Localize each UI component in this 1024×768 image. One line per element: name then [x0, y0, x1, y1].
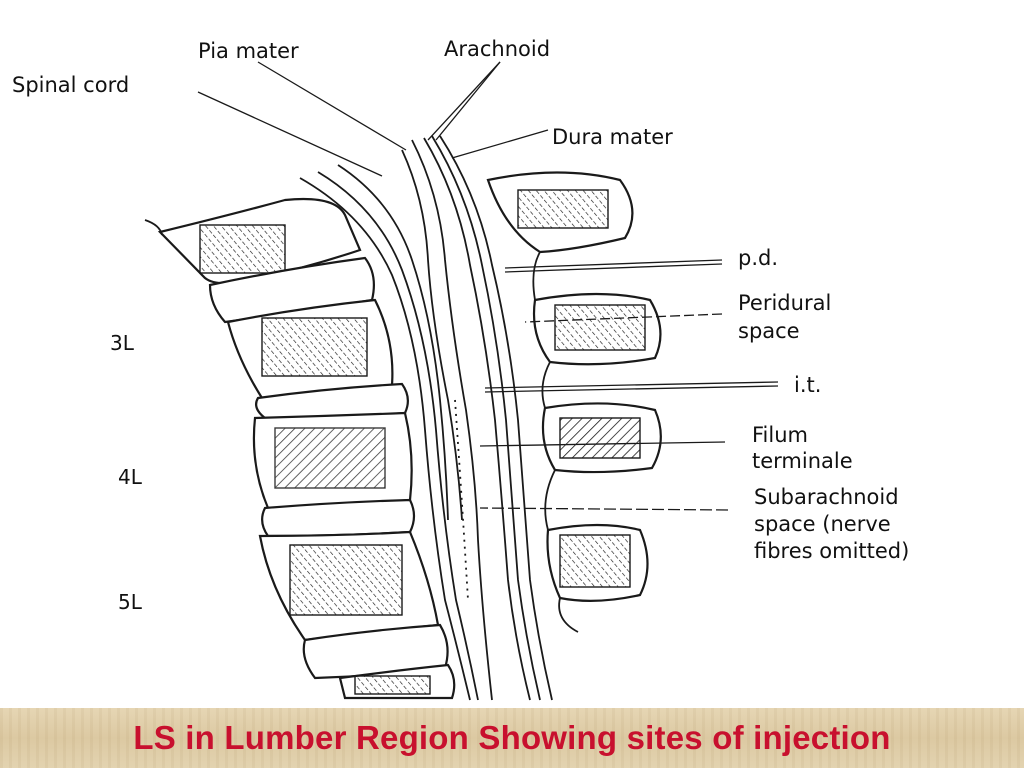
label-subarachnoid-3: fibres omitted)	[754, 539, 909, 563]
label-it: i.t.	[794, 373, 821, 397]
dura-posterior-1	[423, 137, 531, 701]
label-subarachnoid-2: space (nerve	[754, 512, 891, 536]
bone-connector	[532, 251, 541, 301]
label-pia-mater: Pia mater	[198, 39, 299, 63]
dura-posterior-2	[431, 135, 541, 701]
bone-connector	[558, 597, 579, 633]
label-vertebra-3l: 3L	[110, 331, 135, 355]
diagram-labels: Spinal cord Pia mater Arachnoid Dura mat…	[12, 37, 909, 614]
label-peridural-1: Peridural	[738, 291, 831, 315]
label-vertebra-5l: 5L	[118, 590, 143, 614]
intervertebral-disc	[261, 498, 416, 538]
vertebral-body-top-edge	[144, 219, 163, 236]
leader-lines	[197, 61, 779, 511]
vertebral-bodies	[144, 197, 456, 700]
label-dura-mater: Dura mater	[552, 125, 673, 149]
label-peridural-2: space	[738, 319, 800, 343]
spinous-processes	[486, 171, 662, 633]
bone-connector	[544, 469, 556, 531]
label-subarachnoid-1: Subarachnoid	[754, 485, 899, 509]
dura-posterior-3	[439, 135, 553, 701]
label-vertebra-4l: 4L	[118, 465, 143, 489]
spinal-cord-front	[337, 164, 449, 521]
caption-bar: LS in Lumber Region Showing sites of inj…	[0, 708, 1024, 768]
spinal-canal	[299, 135, 553, 701]
label-spinal-cord: Spinal cord	[12, 73, 129, 97]
filum-terminale	[454, 399, 469, 601]
spinal-cord-back	[401, 149, 463, 521]
label-filum-2: terminale	[752, 449, 853, 473]
spine-diagram: Spinal cord Pia mater Arachnoid Dura mat…	[12, 37, 909, 701]
label-arachnoid: Arachnoid	[444, 37, 550, 61]
label-pd: p.d.	[738, 246, 778, 270]
slide-caption: LS in Lumber Region Showing sites of inj…	[133, 719, 891, 756]
pia-mater-line	[411, 139, 493, 701]
bone-connector	[541, 361, 551, 409]
arachnoid-anterior	[317, 171, 479, 701]
label-filum-1: Filum	[752, 423, 808, 447]
dura-anterior	[299, 177, 471, 701]
